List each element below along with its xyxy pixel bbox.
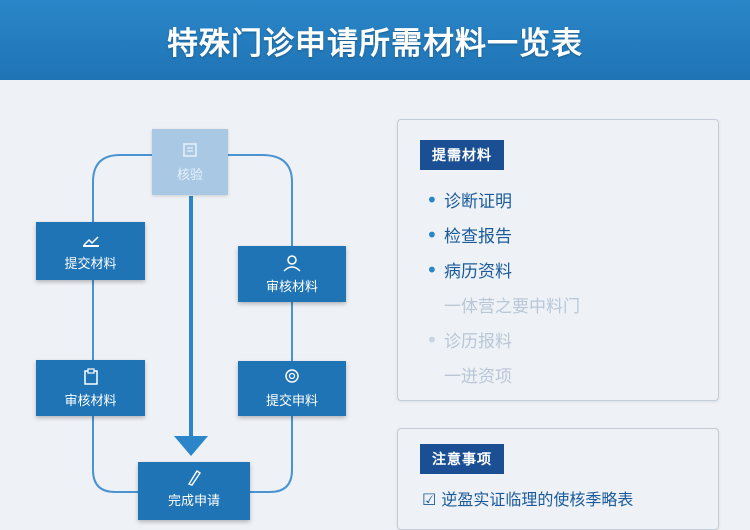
- list-item: 一迸资项: [444, 367, 512, 387]
- materials-list: •诊断证明 •检查报告 •病历资料 一体营之要中料门 •诊历报料 一迸资项: [426, 182, 580, 392]
- list-item: 一体营之要中料门: [444, 297, 580, 317]
- list-item: •诊断证明: [426, 187, 512, 213]
- bullet-icon: •: [426, 327, 438, 352]
- connector-left-bottom: [92, 416, 140, 493]
- flow-node-complete: 完成申请: [138, 462, 250, 520]
- flow-node-start-label: 核验: [176, 167, 203, 183]
- stamp-icon: [285, 369, 299, 383]
- connector-right: [228, 154, 293, 246]
- connector-right-bottom: [250, 416, 293, 493]
- materials-panel: 提需材料 •诊断证明 •检查报告 •病历资料 一体营之要中料门 •诊历报料 一迸…: [397, 119, 719, 401]
- notes-panel: 注意事项 ☑ 逆盈实证临理的使核季略表: [397, 428, 719, 530]
- flow-connectors: [92, 154, 293, 493]
- list-item: •检查报告: [426, 222, 512, 248]
- flow-node-submit-apply-label: 提交申料: [265, 394, 318, 409]
- list-item: •诊历报料: [426, 327, 512, 353]
- flow-node-submit-apply: 提交申料: [238, 361, 346, 416]
- notes-panel-tag: 注意事项: [420, 444, 504, 474]
- title-banner: 特殊门诊申请所需材料一览表: [0, 0, 750, 80]
- bullet-icon: •: [426, 187, 438, 212]
- list-item: •病历资料: [426, 257, 512, 283]
- pen-icon: [187, 470, 201, 486]
- flow-node-start: 核验: [152, 129, 228, 195]
- connector-left: [92, 154, 152, 222]
- central-arrow-head: [174, 436, 208, 456]
- flow-node-review-left: 审核材料: [36, 360, 145, 416]
- bullet-icon: •: [426, 222, 438, 247]
- person-icon: [283, 254, 301, 272]
- hand-upload-icon: [82, 235, 99, 247]
- flow-node-submit-materials-label: 提交材料: [64, 256, 117, 272]
- flow-node-review-right: 审核材料: [238, 246, 346, 302]
- page-title: 特殊门诊申请所需材料一览表: [167, 25, 583, 62]
- materials-panel-tag: 提需材料: [420, 140, 504, 170]
- flow-node-review-right-label: 审核材料: [265, 279, 318, 295]
- bullet-icon: •: [426, 257, 438, 282]
- flow-node-review-left-label: 审核材料: [64, 393, 117, 409]
- flow-node-submit-materials: 提交材料: [36, 222, 145, 280]
- note-item: ☑ 逆盈实证临理的使核季略表: [422, 490, 634, 509]
- clipboard-icon: [83, 367, 98, 385]
- document-icon: [183, 142, 197, 157]
